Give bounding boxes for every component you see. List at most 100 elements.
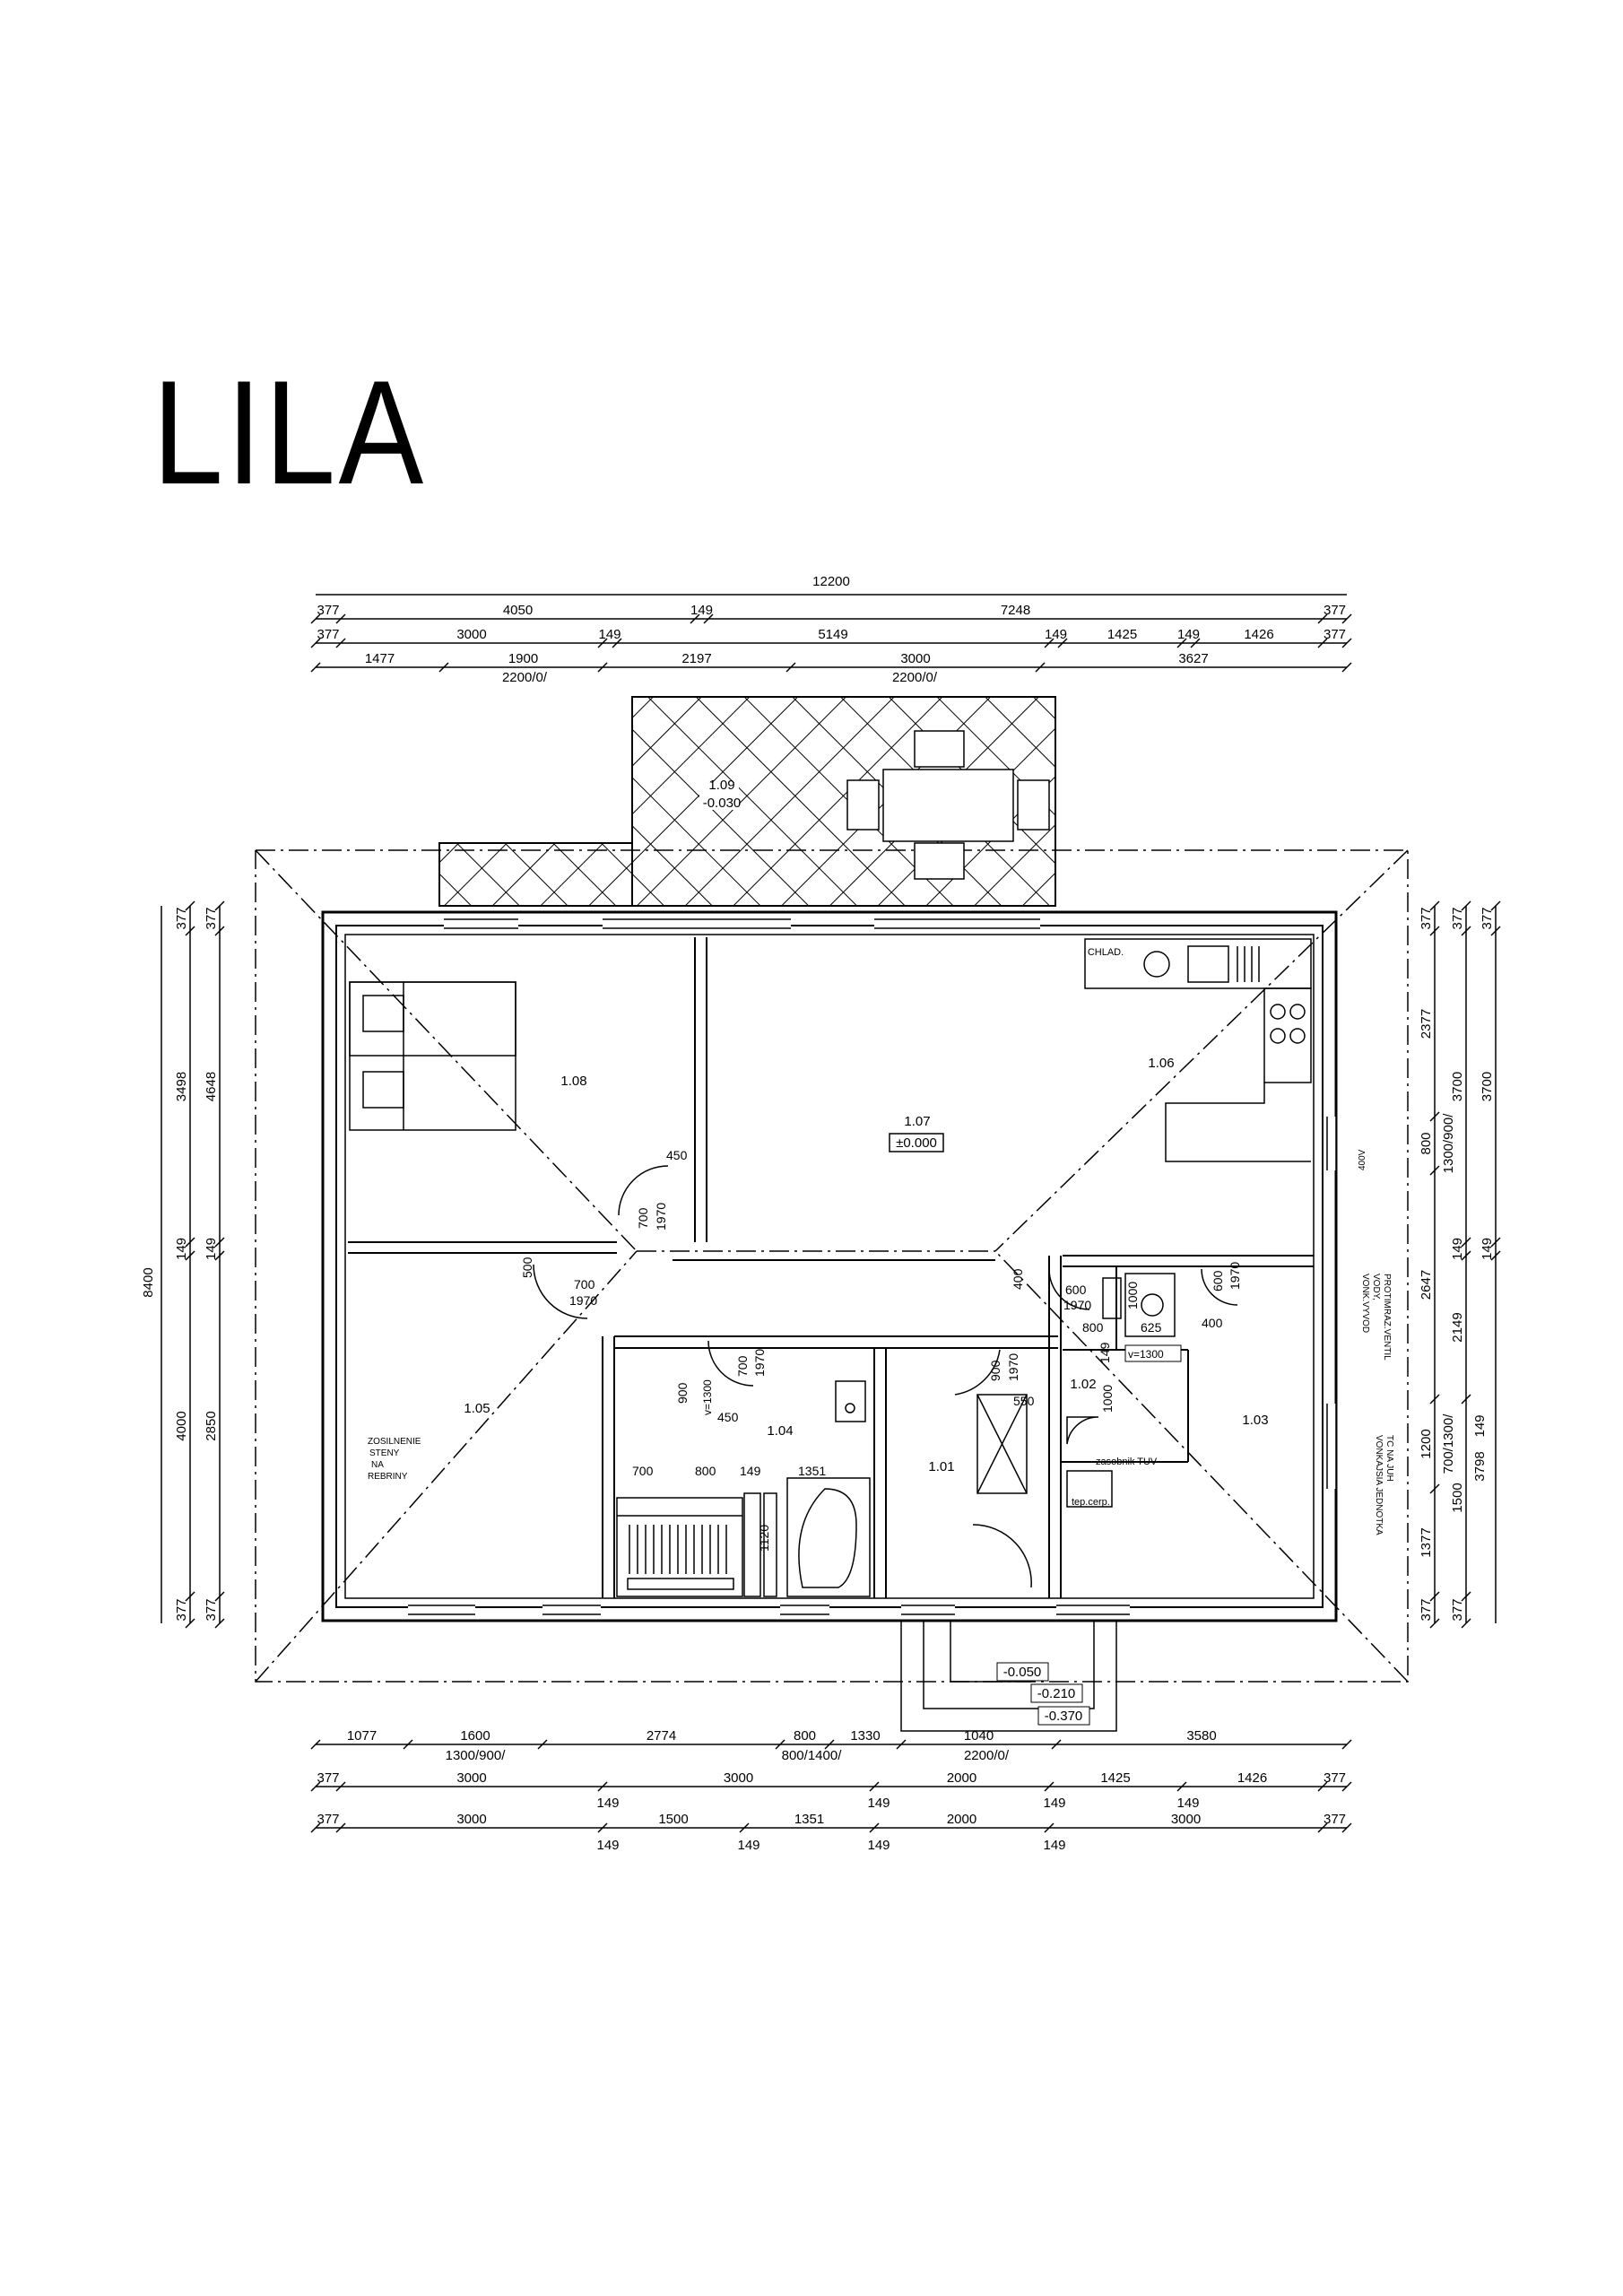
dim-tick xyxy=(310,662,321,673)
dim-tick xyxy=(335,1822,346,1833)
dim-value: 149 xyxy=(867,1796,890,1811)
dim-value: 149 xyxy=(1043,1838,1065,1853)
level-step-2: -0.210 xyxy=(1037,1686,1076,1701)
dim-tick xyxy=(1429,1591,1440,1602)
dim-value: 1426 xyxy=(1244,627,1273,642)
svg-text:700: 700 xyxy=(632,1464,654,1478)
svg-text:450: 450 xyxy=(666,1148,688,1162)
dim-value: 377 xyxy=(204,1598,219,1621)
svg-text:700: 700 xyxy=(574,1277,595,1292)
dim-value: 7248 xyxy=(1001,603,1030,618)
dim-tick xyxy=(335,638,346,648)
dim-tick xyxy=(1176,638,1187,648)
dim-value: 1425 xyxy=(1107,627,1137,642)
dim-value: 3000 xyxy=(900,651,930,666)
room-label-1-09: 1.09 xyxy=(708,778,734,793)
dim-tick xyxy=(185,1618,195,1629)
dim-tick xyxy=(1461,1250,1471,1261)
dim-tick xyxy=(310,613,321,624)
dim-tick xyxy=(214,1237,225,1248)
dim-tick xyxy=(403,1739,413,1750)
svg-text:VONKAJSIA JEDNOTKA: VONKAJSIA JEDNOTKA xyxy=(1374,1435,1384,1535)
dim-value: 3700 xyxy=(1450,1072,1465,1101)
dim-value: 149 xyxy=(598,627,621,642)
svg-text:1351: 1351 xyxy=(798,1464,826,1478)
dim-tick xyxy=(1461,1237,1471,1248)
dim-tick xyxy=(824,1739,835,1750)
dim-tick xyxy=(185,1237,195,1248)
dim-tick xyxy=(214,926,225,936)
dim-tick xyxy=(869,1781,880,1792)
svg-text:1970: 1970 xyxy=(1063,1298,1091,1312)
dim-tick xyxy=(335,613,346,624)
svg-text:800: 800 xyxy=(695,1464,716,1478)
dim-tick xyxy=(1341,1822,1352,1833)
level-step-3: -0.370 xyxy=(1045,1709,1083,1724)
dim-tick xyxy=(438,662,449,673)
bottom-dimensions xyxy=(316,1744,1347,1829)
svg-text:149: 149 xyxy=(1098,1342,1112,1363)
dim-tick xyxy=(1490,926,1501,936)
dim-value: 149 xyxy=(174,1238,189,1260)
dim-tick xyxy=(214,1250,225,1261)
room-label-1-01: 1.01 xyxy=(928,1459,954,1474)
dim-value: 1300/900/ xyxy=(1441,1113,1456,1174)
svg-text:400: 400 xyxy=(1011,1268,1025,1290)
dim-tick xyxy=(612,638,622,648)
dim-value: 1477 xyxy=(365,651,395,666)
dim-value: 3000 xyxy=(456,1770,486,1786)
dim-tick xyxy=(597,638,608,648)
dim-tick xyxy=(1317,1781,1328,1792)
svg-text:800: 800 xyxy=(1082,1320,1104,1335)
dim-value: 800/1400/ xyxy=(782,1748,843,1763)
dim-tick xyxy=(335,1781,346,1792)
dim-value: 3627 xyxy=(1178,651,1208,666)
dim-tick xyxy=(739,1822,750,1833)
svg-text:VODY,: VODY, xyxy=(1371,1274,1381,1300)
dim-tick xyxy=(1429,1165,1440,1176)
dim-value: 3700 xyxy=(1480,1072,1495,1101)
svg-text:149: 149 xyxy=(740,1464,761,1478)
dim-tick xyxy=(1461,1618,1471,1629)
left-dimensions xyxy=(161,906,221,1623)
svg-text:700: 700 xyxy=(735,1355,750,1377)
dim-value: 149 xyxy=(1176,1796,1199,1811)
dim-tick xyxy=(1044,638,1055,648)
dim-tick xyxy=(310,1781,321,1792)
svg-text:1970: 1970 xyxy=(569,1293,597,1308)
dim-value: 3000 xyxy=(724,1770,753,1786)
dim-tick xyxy=(1429,1111,1440,1122)
dim-total-top: 12200 xyxy=(812,574,850,589)
dim-tick xyxy=(1190,638,1201,648)
dim-value: 2647 xyxy=(1419,1270,1434,1300)
svg-text:v=1300: v=1300 xyxy=(701,1379,714,1415)
dim-tick xyxy=(1044,1822,1055,1833)
dim-value: 3498 xyxy=(174,1072,189,1101)
room-label-1-06: 1.06 xyxy=(1148,1056,1174,1071)
dim-value: 377 xyxy=(317,1812,339,1827)
dim-value: 3798 xyxy=(1472,1451,1488,1481)
top-dimensions xyxy=(316,594,1347,668)
dim-value: 149 xyxy=(867,1838,890,1853)
svg-text:STENY: STENY xyxy=(369,1448,400,1458)
svg-text:600: 600 xyxy=(1065,1283,1087,1297)
dim-tick xyxy=(1429,900,1440,911)
dim-value: 149 xyxy=(204,1238,219,1260)
dim-value: 377 xyxy=(1324,627,1346,642)
dim-tick xyxy=(896,1739,907,1750)
dim-value: 377 xyxy=(317,1770,339,1786)
dim-value: 800 xyxy=(1419,1132,1434,1154)
note-vonk-vyvod: VONK.VYVOD VODY, PROTIMRAZ.VENTIL xyxy=(1360,1274,1392,1361)
dim-value: 5149 xyxy=(818,627,847,642)
entry-steps xyxy=(900,1622,1117,1732)
dim-value: 377 xyxy=(1450,907,1465,929)
dim-tick xyxy=(185,926,195,936)
dim-value: 800 xyxy=(794,1728,816,1744)
